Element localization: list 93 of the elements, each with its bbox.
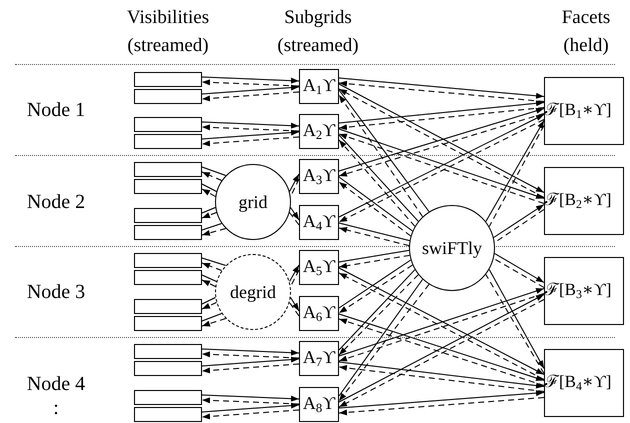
visibility-box	[134, 89, 202, 104]
row-label: Node 4	[26, 374, 86, 394]
node-label: ℱ[B$_{3}$∗ϒ]	[545, 281, 612, 301]
arrow	[202, 394, 300, 402]
node-label: grid	[238, 193, 268, 211]
dashed-arrow	[338, 113, 544, 177]
column-heading: Visibilities	[126, 8, 210, 27]
visibility-box	[134, 390, 202, 405]
facet-box	[544, 349, 624, 417]
node-label: A$_{6}$ϒ	[302, 303, 336, 324]
arrow	[202, 130, 300, 140]
node-label: A$_{2}$ϒ	[302, 121, 336, 142]
arrow	[493, 204, 544, 238]
visibility-box	[134, 361, 202, 376]
column-heading: (streamed)	[127, 36, 209, 55]
node-label: A$_{3}$ϒ	[302, 166, 336, 187]
dashed-arrow	[202, 351, 300, 358]
facet-box	[544, 167, 624, 235]
subgrid-box	[299, 159, 339, 194]
facet-box	[544, 77, 624, 145]
node-label: degrid	[230, 283, 276, 301]
visibility-box	[134, 162, 202, 177]
subgrid-box	[299, 341, 339, 376]
node-label: ℱ[B$_{4}$∗ϒ]	[545, 373, 612, 393]
dashed-arrow	[202, 364, 300, 374]
dashed-arrow	[338, 107, 544, 130]
arrow	[290, 297, 300, 312]
column-heading: (held)	[563, 36, 609, 55]
dashed-arrow	[202, 397, 300, 404]
visibility-box	[134, 117, 202, 132]
node-label: A$_{4}$ϒ	[302, 212, 336, 233]
node-label: A$_{5}$ϒ	[302, 257, 336, 278]
dashed-arrow	[202, 318, 226, 326]
arrow	[202, 84, 300, 94]
subgrid-box	[299, 69, 339, 104]
facet-box	[544, 257, 624, 325]
subgrid-box	[299, 114, 339, 149]
dashed-arrow	[202, 92, 300, 102]
arrow	[202, 356, 300, 366]
dashed-arrow	[202, 280, 216, 287]
dashed-arrow	[202, 410, 300, 420]
arrow	[338, 390, 544, 408]
dashed-arrow	[202, 228, 226, 236]
visibility-box	[134, 179, 202, 194]
dashed-arrow	[202, 188, 216, 197]
visibility-box	[134, 134, 202, 149]
visibility-box	[134, 316, 202, 331]
node-label: A$_{1}$ϒ	[302, 76, 336, 97]
arrow	[494, 253, 544, 283]
subgrid-box	[299, 205, 339, 240]
arrow	[202, 348, 300, 356]
dashed-arrow	[202, 172, 222, 181]
dashed-arrow	[202, 212, 217, 218]
column-heading: (streamed)	[277, 36, 359, 55]
arrow	[289, 264, 300, 282]
row-label: Node 3	[26, 282, 86, 302]
node-label: A$_{8}$ϒ	[302, 394, 336, 415]
row-label: Node 1	[26, 100, 86, 120]
node-label: A$_{7}$ϒ	[302, 348, 336, 369]
dashed-arrow	[338, 397, 544, 416]
visibility-box	[134, 208, 202, 223]
node-label: ℱ[B$_{2}$∗ϒ]	[545, 191, 612, 211]
visibility-box	[134, 225, 202, 240]
visibility-box	[134, 72, 202, 87]
dashed-arrow	[202, 79, 300, 86]
visibility-box	[134, 344, 202, 359]
row-label: Node 2	[26, 192, 86, 212]
arrow	[202, 402, 300, 412]
arrow	[290, 207, 300, 220]
arrow	[338, 108, 544, 172]
arrow	[202, 122, 300, 129]
row-label: :	[53, 398, 59, 418]
visibility-box	[134, 299, 202, 314]
visibility-box	[134, 407, 202, 422]
dashed-arrow	[338, 227, 410, 246]
dashed-arrow	[202, 262, 222, 271]
subgrid-box	[299, 296, 339, 331]
arrow	[289, 174, 300, 192]
arrow	[202, 76, 300, 84]
subgrid-box	[299, 250, 339, 285]
node-label: ℱ[B$_{1}$∗ϒ]	[545, 101, 612, 121]
visibility-box	[134, 253, 202, 268]
column-heading: Facets	[562, 8, 610, 27]
dashed-arrow	[202, 302, 217, 310]
column-heading: Subgrids	[284, 8, 352, 27]
visibility-box	[134, 270, 202, 285]
node-label: swiFTly	[422, 239, 482, 257]
process-circle	[409, 205, 495, 291]
dashed-arrow	[338, 254, 410, 269]
dashed-arrow	[202, 136, 300, 146]
dashed-arrow	[202, 124, 300, 132]
arrow	[338, 100, 544, 124]
subgrid-box	[299, 387, 339, 422]
